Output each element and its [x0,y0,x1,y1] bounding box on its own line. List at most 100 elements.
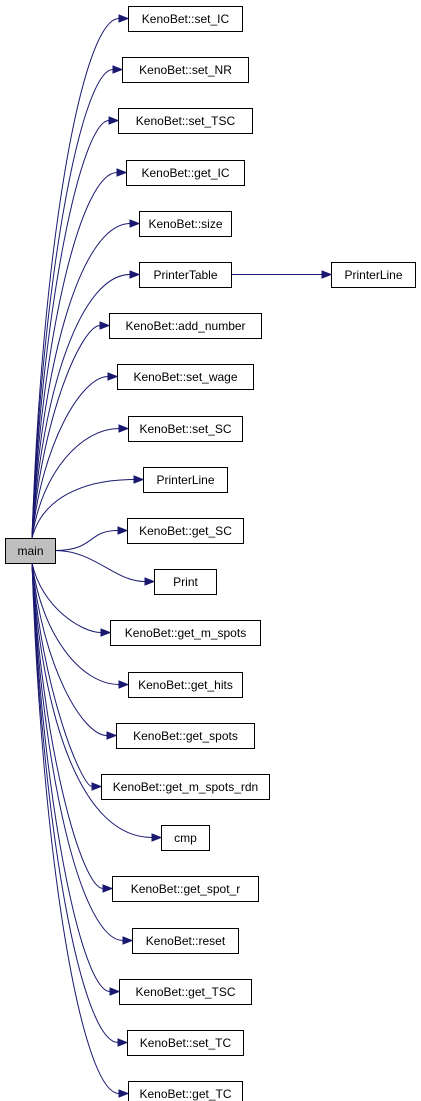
node-kenobet-get-tc[interactable]: KenoBet::get_TC [128,1081,243,1101]
node-kenobet-set-nr-box [122,57,249,83]
edge-main-to-kenobet-reset [31,562,124,941]
node-kenobet-set-nr[interactable]: KenoBet::set_NR [122,57,249,83]
node-kenobet-get-hits-label: KenoBet::get_hits [138,678,233,692]
node-printerline-9[interactable]: PrinterLine [143,467,228,493]
edge-main-to-kenobet-set-ic [31,18,120,539]
node-kenobet-set-nr-label: KenoBet::set_NR [139,63,232,77]
edge-main-to-cmp [31,562,153,838]
node-printerline-secondary-box [331,262,416,288]
arrow-main-to-print [144,577,156,586]
node-kenobet-add-number[interactable]: KenoBet::add_number [109,313,262,339]
node-kenobet-get-spots[interactable]: KenoBet::get_spots [116,723,255,749]
node-kenobet-get-tc-box [128,1081,243,1101]
edge-main-to-kenobet-get-sc [54,530,119,551]
node-main-box [5,538,56,564]
node-kenobet-get-spots-label: KenoBet::get_spots [133,729,238,743]
node-kenobet-get-sc[interactable]: KenoBet::get_SC [127,518,244,544]
arrow-main-to-kenobet-get-hits [118,680,130,689]
node-kenobet-set-tc-label: KenoBet::set_TC [140,1036,232,1050]
call-graph-edges [31,14,333,1098]
node-main-label: main [17,544,43,558]
node-kenobet-reset-box [132,928,239,954]
node-kenobet-set-sc[interactable]: KenoBet::set_SC [128,416,243,442]
edge-main-to-kenobet-get-hits [31,562,120,685]
node-kenobet-set-tsc[interactable]: KenoBet::set_TSC [118,108,253,134]
node-kenobet-get-tsc-box [119,979,252,1005]
arrow-main-to-kenobet-get-ic [116,168,128,177]
node-kenobet-get-tsc-label: KenoBet::get_TSC [135,985,235,999]
edge-main-to-kenobet-set-wage [31,376,109,539]
node-printerline-9-label: PrinterLine [156,473,214,487]
node-kenobet-set-wage-label: KenoBet::set_wage [133,370,237,384]
node-printertable-box [139,262,232,288]
node-printerline-secondary-label: PrinterLine [344,268,402,282]
node-kenobet-set-wage[interactable]: KenoBet::set_wage [117,364,254,390]
node-kenobet-set-ic[interactable]: KenoBet::set_IC [128,6,243,32]
arrow-main-to-kenobet-size [129,219,141,228]
node-kenobet-reset-label: KenoBet::reset [146,934,226,948]
node-kenobet-get-ic-box [126,160,245,186]
node-kenobet-get-spots-box [116,723,255,749]
arrow-main-to-printertable [129,270,141,279]
edge-main-to-kenobet-get-ic [31,172,118,539]
edge-main-to-kenobet-add-number [31,325,101,539]
node-kenobet-get-tc-label: KenoBet::get_TC [139,1087,231,1101]
node-kenobet-get-m-spots-rdn-box [101,774,270,800]
edge-main-to-kenobet-get-m-spots-rdn [31,562,93,787]
edge-main-to-kenobet-get-tsc [31,562,111,992]
arrow-main-to-kenobet-get-spot-r [102,884,114,893]
edge-main-to-printertable [31,274,131,539]
edge-main-to-kenobet-get-m-spots [31,562,102,633]
node-kenobet-get-m-spots[interactable]: KenoBet::get_m_spots [110,620,261,646]
edge-main-to-printerline [31,479,135,539]
node-kenobet-set-sc-label: KenoBet::set_SC [139,422,231,436]
node-kenobet-get-ic[interactable]: KenoBet::get_IC [126,160,245,186]
node-kenobet-size-label: KenoBet::size [148,217,222,231]
arrow-main-to-kenobet-get-tsc [109,987,121,996]
edge-main-to-kenobet-get-spot-r [31,562,104,889]
arrow-main-to-kenobet-get-tc [118,1089,130,1098]
node-kenobet-set-tc-box [127,1030,244,1056]
arrow-main-to-kenobet-get-m-spots-rdn [91,782,103,791]
node-kenobet-reset[interactable]: KenoBet::reset [132,928,239,954]
node-print[interactable]: Print [154,569,217,595]
node-kenobet-get-hits[interactable]: KenoBet::get_hits [128,672,243,698]
node-kenobet-get-sc-label: KenoBet::get_SC [139,524,232,538]
node-kenobet-get-m-spots-box [110,620,261,646]
node-printertable[interactable]: PrinterTable [139,262,232,288]
node-kenobet-set-ic-box [128,6,243,32]
node-kenobet-get-m-spots-label: KenoBet::get_m_spots [125,626,246,640]
node-kenobet-size[interactable]: KenoBet::size [139,211,232,237]
edge-main-to-kenobet-set-nr [31,69,114,539]
edge-main-to-kenobet-get-spots [31,562,108,736]
arrow-main-to-kenobet-set-sc [118,424,130,433]
call-graph-nodes: main KenoBet::set_ICKenoBet::set_NRKenoBe… [5,6,416,1101]
arrow-main-to-kenobet-set-wage [107,372,119,381]
node-kenobet-get-spot-r[interactable]: KenoBet::get_spot_r [112,876,259,902]
node-kenobet-get-m-spots-rdn[interactable]: KenoBet::get_m_spots_rdn [101,774,270,800]
edge-main-to-print [54,550,146,582]
node-kenobet-size-box [139,211,232,237]
arrow-main-to-kenobet-set-tc [117,1038,129,1047]
arrow-main-to-kenobet-reset [122,936,134,945]
node-kenobet-set-tsc-label: KenoBet::set_TSC [136,114,236,128]
node-printerline-9-box [143,467,228,493]
node-printerline-secondary[interactable]: PrinterLine [331,262,416,288]
node-main[interactable]: main [5,538,56,564]
node-kenobet-get-tsc[interactable]: KenoBet::get_TSC [119,979,252,1005]
node-kenobet-get-spot-r-label: KenoBet::get_spot_r [131,882,240,896]
arrow-main-to-printerline [133,475,145,484]
edge-main-to-kenobet-set-sc [31,428,120,539]
node-kenobet-set-tc[interactable]: KenoBet::set_TC [127,1030,244,1056]
node-kenobet-set-sc-box [128,416,243,442]
node-kenobet-add-number-label: KenoBet::add_number [125,319,245,333]
node-kenobet-set-tsc-box [118,108,253,134]
arrow-main-to-kenobet-add-number [99,321,111,330]
edge-main-to-kenobet-get-tc [31,562,120,1094]
edge-main-to-kenobet-set-tc [31,562,119,1043]
arrow-main-to-kenobet-set-nr [112,65,124,74]
node-cmp[interactable]: cmp [161,825,210,851]
edge-main-to-kenobet-size [31,223,131,539]
node-print-box [154,569,217,595]
node-kenobet-get-m-spots-rdn-label: KenoBet::get_m_spots_rdn [113,780,258,794]
